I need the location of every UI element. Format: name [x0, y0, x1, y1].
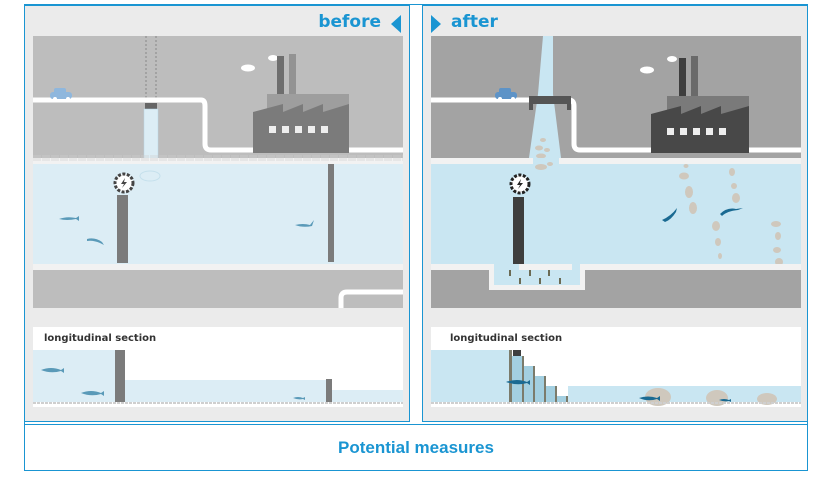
cloud-icon — [667, 56, 677, 62]
fish-icon — [506, 380, 731, 402]
stones-inflow — [535, 162, 553, 170]
bank-bottom — [33, 264, 403, 270]
weir-left-section — [115, 350, 125, 402]
bridge-icon — [529, 96, 571, 110]
caption-bar: Potential measures — [24, 424, 808, 470]
cloud-icon — [268, 55, 278, 61]
before-title: before — [318, 12, 381, 32]
river — [33, 164, 403, 264]
weir-left — [117, 195, 128, 263]
bank-top — [33, 158, 403, 164]
cloud-icon — [640, 66, 654, 74]
water-upstream — [431, 350, 511, 402]
stream-inflow — [533, 158, 559, 164]
after-title: after — [451, 12, 498, 32]
section-label: longitudinal section — [44, 333, 157, 344]
weir-right-section — [326, 379, 332, 402]
after-longitudinal-section: longitudinal section — [431, 327, 801, 407]
caption-text: Potential measures — [338, 437, 494, 457]
weir — [513, 197, 524, 264]
road-lower — [338, 289, 403, 308]
factory-icon — [253, 54, 349, 153]
fish-pass-steps — [509, 350, 568, 402]
weir-right — [328, 164, 334, 262]
fish-icon — [59, 216, 314, 245]
road — [33, 97, 403, 153]
fish-bypass-channel — [431, 264, 801, 308]
factory-icon — [651, 56, 749, 153]
cloud-icon — [241, 64, 255, 72]
stones — [535, 138, 550, 159]
before-panel: before — [24, 5, 410, 422]
river — [431, 164, 801, 264]
before-plan-view — [33, 36, 403, 308]
triangle-right-icon[interactable] — [431, 15, 441, 33]
after-plan-view — [431, 36, 801, 308]
bank-top — [431, 158, 801, 164]
hydropower-turbine-icon — [113, 172, 135, 194]
stone-groynes — [679, 164, 783, 266]
hydropower-turbine-icon — [509, 173, 531, 195]
water-downstream — [332, 390, 403, 402]
car-icon — [495, 88, 517, 101]
before-longitudinal-section: longitudinal section — [33, 327, 403, 407]
water-downstream — [568, 386, 801, 402]
after-panel: after — [422, 5, 808, 422]
car-icon — [50, 88, 72, 101]
water-upstream — [33, 350, 117, 402]
pipe-outlet — [145, 103, 157, 109]
water-middle — [125, 380, 326, 402]
road — [431, 97, 801, 153]
water-splash — [139, 170, 161, 182]
triangle-left-icon[interactable] — [391, 15, 401, 33]
section-label: longitudinal section — [450, 333, 563, 344]
land-bottom — [33, 270, 403, 308]
fish-icon — [41, 368, 305, 400]
